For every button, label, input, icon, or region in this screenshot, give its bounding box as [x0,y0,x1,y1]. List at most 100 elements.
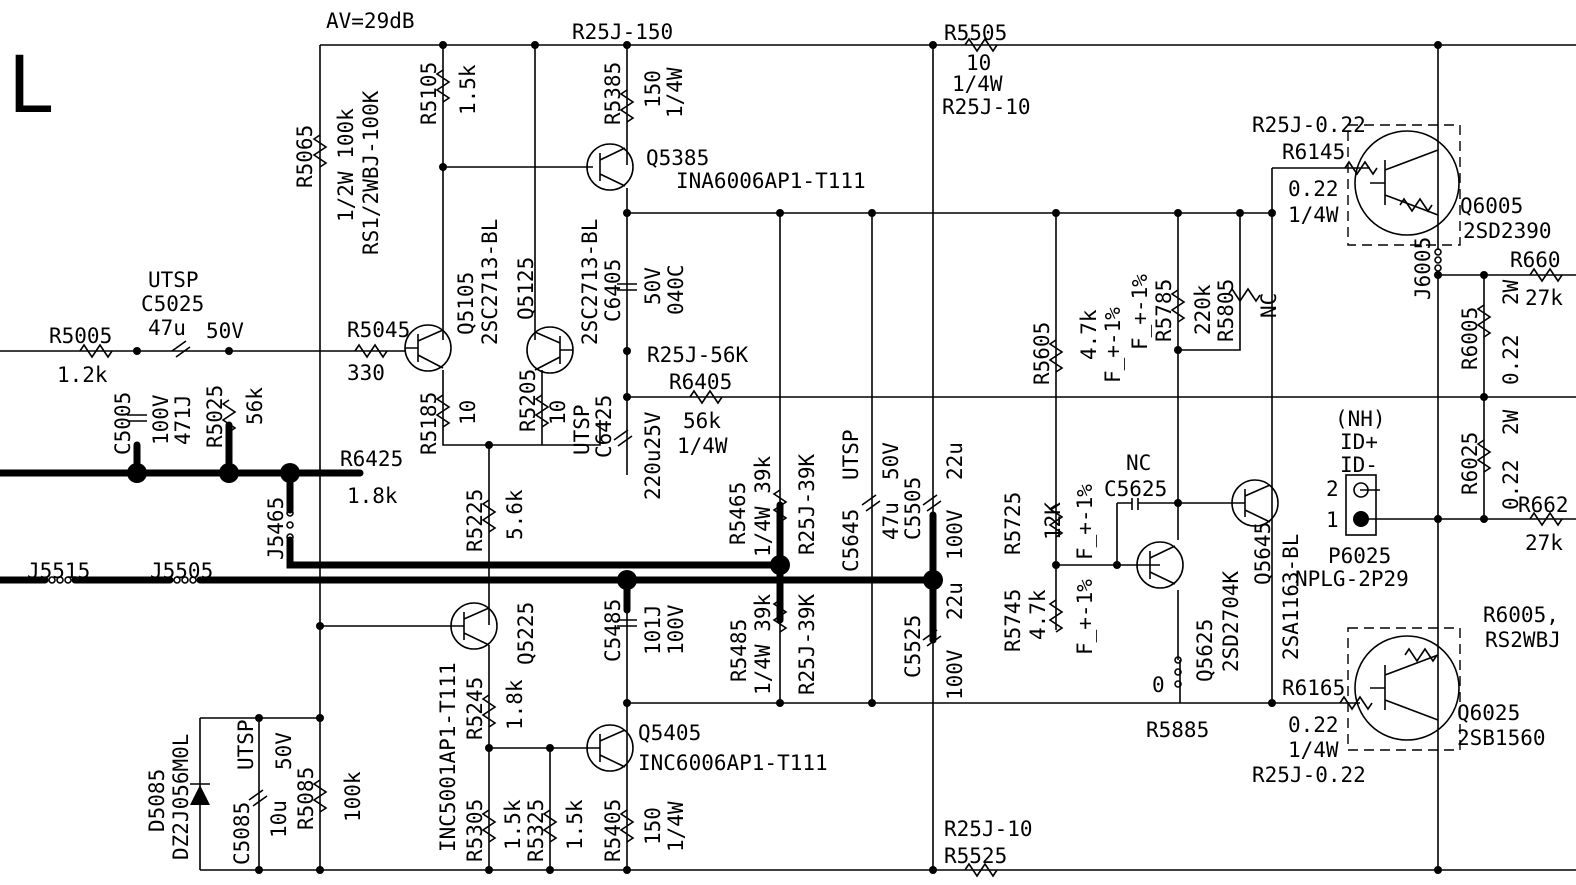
label-r660: R660 [1510,248,1561,272]
label-r5465-p: R25J-39K [795,453,819,555]
label-r5085: R5085 [294,767,318,830]
label-r6425: R6425 [340,447,403,471]
misc-symbols [48,248,1442,805]
corner-letter: L [8,41,52,131]
label-pin1: 1 [1326,508,1339,532]
label-r6425-val: 1.8k [347,484,398,508]
label-j5465: J5465 [264,497,288,560]
label-r5745-tol: F_+-1% [1073,579,1097,655]
label-c5625: C5625 [1104,477,1167,501]
label-c5485: C5485 [601,599,625,662]
label-r5605-tol: F_+-1% [1101,307,1125,383]
label-q6005-p: 2SD2390 [1463,219,1552,243]
label-r25j150: R25J-150 [572,20,673,44]
label-r6165-w: 1/4W [1288,738,1339,762]
label-q5385-p: INA6006AP1-T111 [676,169,866,193]
label-r5885: R5885 [1146,718,1209,742]
label-r5245: R5245 [463,677,487,740]
label-q5225-p: INC5001AP1-T111 [436,662,460,852]
label-r5785: R5785 [1152,279,1176,342]
label-c5525-b: 100V [943,649,967,700]
label-r6165: R6165 [1282,676,1345,700]
label-r5025-val: 56k [243,387,267,425]
label-r5725-tol: F_+-1% [1073,484,1097,560]
label-av: AV=29dB [326,9,415,33]
label-r5745-val: 4.7k [1026,589,1050,640]
label-r5485-val: 1/4W 39k [751,593,775,695]
label-c6405-b: 040C [664,264,688,315]
label-r5485-p: R25J-39K [795,593,819,695]
label-r5225-val: 5.6k [503,489,527,540]
label-q5405: Q5405 [638,721,701,745]
label-r5785-val: 220k [1191,284,1215,335]
capacitor-symbols [127,283,1178,807]
label-j5505: J5505 [150,559,213,583]
label-c5485-b: 100V [664,604,688,655]
label-utsp4: UTSP [234,719,258,770]
label-r25j56k: R25J-56K [647,343,749,367]
label-r5405-w: 1/4W [664,801,688,852]
label-q6025: Q6025 [1457,701,1520,725]
label-r5605-val: 4.7k [1077,309,1101,360]
resistor-symbols [79,37,1563,878]
label-r6165-val: 0.22 [1288,713,1339,737]
label-r25j022a: R25J-0.22 [1252,113,1366,137]
label-q5645-p: 2SA1163-BL [1279,534,1303,660]
label-r660-val: 27k [1525,286,1563,310]
label-r6405-val: 56k [683,409,721,433]
label-r5025: R5025 [203,385,227,448]
label-r5505-p: R25J-10 [942,95,1031,119]
label-p6025-p: NPLG-2P29 [1295,567,1409,591]
label-c5085-b: 50V [272,732,296,770]
label-c5485-a: 101J [641,604,665,655]
label-d5085-p: DZ2J056M0L [169,734,193,860]
label-nc2: NC [1126,451,1151,475]
label-r6145-w: 1/4W [1288,203,1339,227]
label-r5405: R5405 [601,799,625,862]
label-c5085-a: 10u [267,800,291,838]
label-q6005: Q6005 [1460,194,1523,218]
label-r5065-a: 1/2W 100k [334,108,358,222]
label-c5505-a: 22u [943,442,967,480]
label-q5225: Q5225 [514,602,538,665]
label-c6405-a: 50V [641,267,665,305]
label-r6005: R6005 [1458,307,1482,370]
label-r5505-w: 1/4W [952,72,1003,96]
label-q5625-p: 2SD2704K [1219,570,1243,672]
label-c5085: C5085 [230,802,254,865]
label-r6005-a: 2W [1499,279,1523,305]
label-r5465-val: 1/4W 39k [751,455,775,557]
label-r5245-val: 1.8k [503,679,527,730]
label-c5005-a: 100V [149,394,173,445]
label-r5085-val: 100k [341,771,365,822]
label-j6005: J6005 [1411,237,1435,300]
label-c5525-a: 22u [943,582,967,620]
label-r5885-zero: 0 [1152,673,1165,697]
label-r25j022b: R25J-0.22 [1252,763,1366,787]
label-q5125: Q5125 [514,257,538,320]
label-r6005-note2: RS2WBJ [1485,628,1561,652]
label-c5645-a: 47u [879,502,903,540]
label-c5525: C5525 [901,615,925,678]
label-r5205-val: 10 [546,400,570,425]
label-r6405-w: 1/4W [677,434,728,458]
label-nh: (NH) [1335,407,1386,431]
label-r5385: R5385 [601,62,625,125]
label-r5005: R5005 [49,324,112,348]
label-q5125-p: 2SC2713-BL [578,219,602,345]
label-c5025-val: 47u [148,316,186,340]
label-r5305: R5305 [463,799,487,862]
label-r5605: R5605 [1030,322,1054,385]
label-r5505-val: 10 [966,51,991,75]
label-q5625: Q5625 [1193,619,1217,682]
label-r5185: R5185 [417,392,441,455]
label-r6005-b: 0.22 [1499,334,1523,385]
label-r6145-val: 0.22 [1288,177,1339,201]
label-r5305-val: 1.5k [501,799,525,850]
label-r25j10: R25J-10 [944,817,1033,841]
label-d5085: D5085 [145,769,169,832]
label-utsp2: UTSP [570,404,594,455]
label-idm: ID- [1340,453,1378,477]
label-r6025-b: 0.22 [1499,459,1523,510]
